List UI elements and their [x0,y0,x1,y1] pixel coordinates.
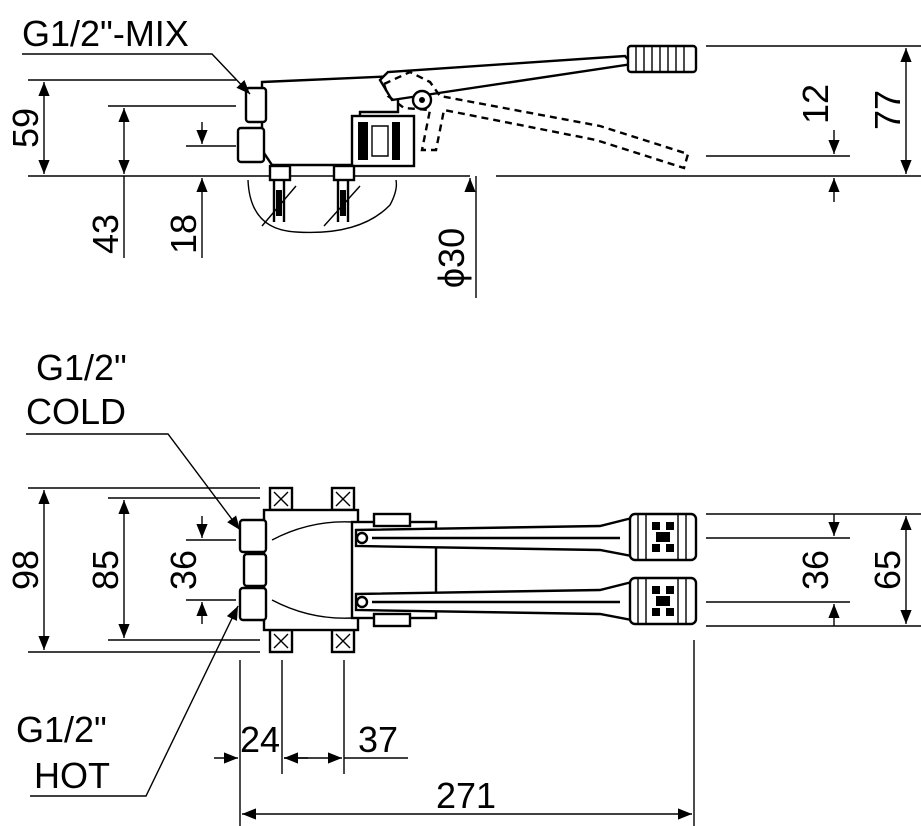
cold-label-line1: G1/2" [36,347,127,388]
cold-inlet [238,518,268,554]
body-contour [271,521,353,619]
upper-pedal [626,44,698,74]
mount-bracket [330,628,356,654]
dim-65-text: 65 [867,550,908,590]
dim-18-text: 18 [163,214,204,254]
hot-label-line1: G1/2" [16,709,107,750]
anchor-bolt [261,164,297,227]
plan-view [238,486,698,654]
dim-12-text: 12 [795,84,836,124]
dim-37-text: 37 [358,719,398,760]
dim-271-text: 271 [436,775,496,816]
pedal-grip [635,46,685,72]
hot-inlet [238,586,268,622]
supply-inlet [236,126,266,164]
dim-85-text: 85 [85,550,126,590]
housing-clip [372,612,412,628]
plan-body [262,508,360,632]
hot-label-line2: HOT [34,755,110,796]
floor-cutout [247,179,398,234]
dim-77-text: 77 [867,90,908,130]
pivot-pin [419,97,425,103]
pedal-logo [652,586,674,616]
dim-36-right-text: 36 [795,550,836,590]
mix-outlet [244,86,268,124]
housing-clip [372,512,412,528]
cold-label-line2: COLD [26,391,126,432]
pedal-logo [652,522,674,552]
mechanism-inner [371,125,389,157]
mix-port [242,552,268,588]
side-view-dimensions: 59 43 18 ϕ30 12 77 G1/2"-MIX [5,13,921,298]
dim-diameter-text: ϕ30 [431,228,472,288]
mount-bracket [268,628,294,654]
mount-bracket [330,486,356,512]
mechanism-part [392,122,400,160]
dim-59-text: 59 [5,108,46,148]
dim-43-text: 43 [85,214,126,254]
dim-36-left-text: 36 [163,550,204,590]
mechanism-part [358,122,368,160]
side-view [28,44,921,234]
cold-leader [26,433,241,531]
pedal-grip [637,578,687,624]
lower-lever-hidden [382,70,690,170]
anchor-bolt [323,164,361,227]
mount-bracket [268,486,294,512]
hot-leader [30,605,239,797]
mix-connection-label: G1/2"-MIX [22,13,189,54]
mix-leader [22,53,251,95]
pedal-grip [637,514,687,560]
dim-98-text: 98 [5,550,46,590]
dim-24-text: 24 [240,719,280,760]
plan-view-dimensions: 98 85 36 36 65 24 37 [5,347,921,826]
